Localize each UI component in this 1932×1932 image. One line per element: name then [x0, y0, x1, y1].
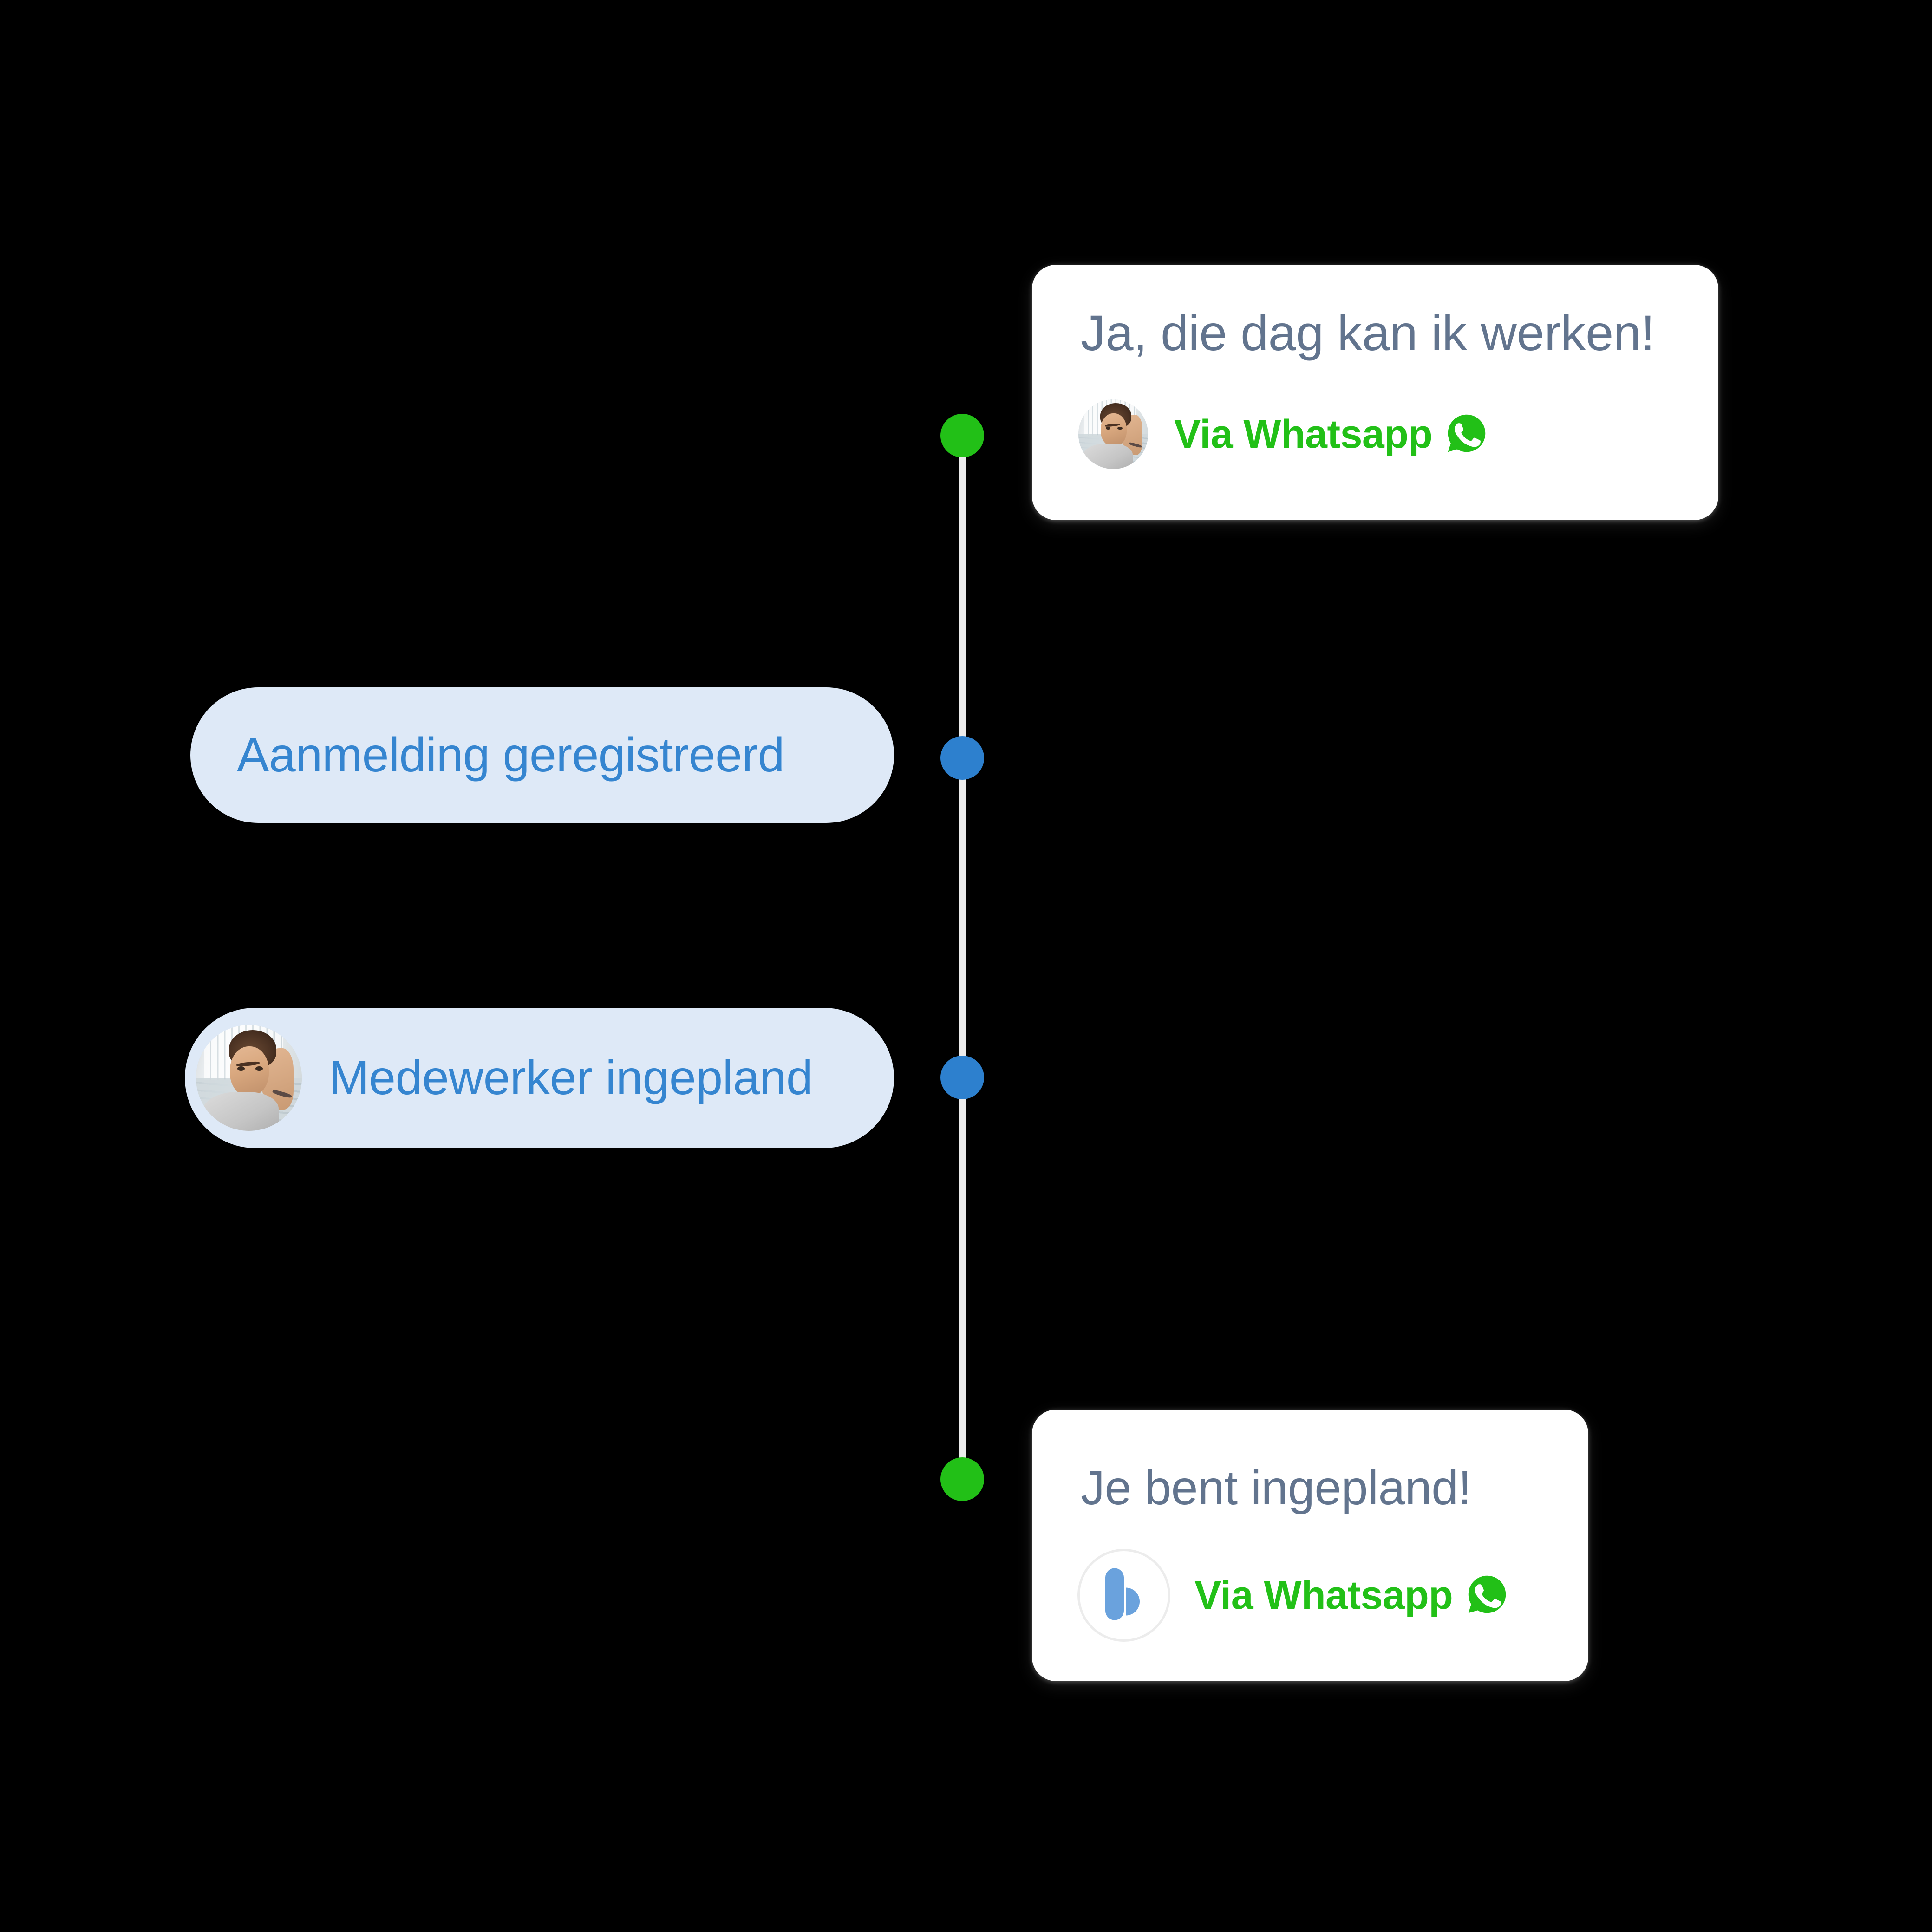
pill-employee-scheduled[interactable]: Medewerker ingepland [185, 1008, 894, 1148]
pill-scheduled-label: Medewerker ingepland [329, 1051, 813, 1105]
card-reply-channel-label: Via Whatsapp [1174, 411, 1433, 457]
card-reply-message[interactable]: Ja, die dag kan ik werken! Via Whatsapp [1032, 265, 1718, 520]
card-confirm-channel-row: Via Whatsapp [1077, 1549, 1508, 1642]
timeline-line [959, 436, 966, 1480]
timeline-dot-employee-scheduled [940, 1056, 984, 1099]
card-confirm-title: Je bent ingepland! [1081, 1461, 1472, 1515]
whatsapp-icon [1445, 412, 1488, 457]
pill-signup-registered[interactable]: Aanmelding geregistreerd [190, 687, 894, 823]
timeline-dot-signup-registered [940, 736, 984, 780]
card-reply-channel-row: Via Whatsapp [1078, 399, 1488, 469]
whatsapp-icon [1466, 1573, 1508, 1618]
pill-signup-label: Aanmelding geregistreerd [237, 728, 784, 782]
employee-avatar [1078, 399, 1148, 469]
card-confirmation-message[interactable]: Je bent ingepland! Via Whatsapp [1032, 1410, 1588, 1681]
timeline-dot-confirmation-sent [940, 1457, 984, 1501]
brand-b-logo [1077, 1549, 1170, 1642]
timeline-dot-reply-received [940, 414, 984, 457]
employee-avatar [196, 1025, 302, 1131]
card-confirm-channel-label: Via Whatsapp [1194, 1573, 1453, 1618]
card-reply-title: Ja, die dag kan ik werken! [1081, 305, 1655, 361]
